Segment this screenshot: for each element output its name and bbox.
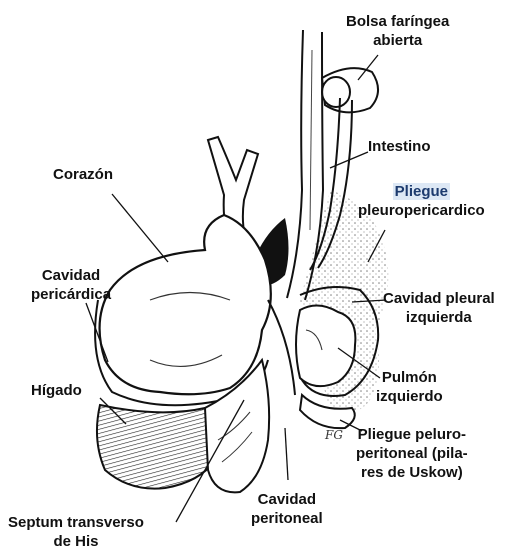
label-pliegue-pleuropericardico: Pliegue pleuropericardico [358, 182, 485, 220]
heart [100, 215, 271, 394]
label-pliegue-line2: pleuropericardico [358, 201, 485, 220]
label-bolsa-line2: abierta [346, 31, 449, 50]
label-pliegue-pp-line1: Pliegue peluro- [356, 425, 468, 444]
label-bolsa-faringea: Bolsa faríngea abierta [346, 12, 449, 50]
label-cav-peric-line2: pericárdica [31, 285, 111, 304]
label-pliegue-line1: Pliegue [393, 183, 450, 200]
label-pliegue-pp-line2: peritoneal (pila- [356, 444, 468, 463]
peritoneal-wall [268, 300, 295, 395]
label-pliegue-pp-line3: res de Uskow) [356, 463, 468, 482]
label-septum-line2: de His [8, 532, 144, 551]
label-cav-pleural-line1: Cavidad pleural [383, 289, 495, 308]
label-cavidad-pleural: Cavidad pleural izquierda [383, 289, 495, 327]
label-intestino: Intestino [368, 137, 431, 156]
label-pulmon-line1: Pulmón [376, 368, 443, 387]
label-cav-perit-line1: Cavidad [251, 490, 323, 509]
liver [97, 405, 217, 489]
artist-signature: FG [325, 428, 343, 442]
label-corazon: Corazón [53, 165, 113, 184]
label-pliegue-pleuroperitoneal: Pliegue peluro- peritoneal (pila- res de… [356, 425, 468, 482]
label-septum-transverso: Septum transverso de His [8, 513, 144, 551]
label-cav-perit-line2: peritoneal [251, 509, 323, 528]
label-septum-line1: Septum transverso [8, 513, 144, 532]
label-higado: Hígado [31, 381, 82, 400]
label-pulmon-izquierdo: Pulmón izquierdo [376, 368, 443, 406]
label-cavidad-peritoneal: Cavidad peritoneal [251, 490, 323, 528]
label-cavidad-pericardica: Cavidad pericárdica [31, 266, 111, 304]
label-cav-peric-line1: Cavidad [31, 266, 111, 285]
left-lung [296, 305, 355, 386]
label-pulmon-line2: izquierdo [376, 387, 443, 406]
label-cav-pleural-line2: izquierda [383, 308, 495, 327]
pharyngeal-pouch [322, 68, 378, 112]
label-bolsa-line1: Bolsa faríngea [346, 12, 449, 31]
